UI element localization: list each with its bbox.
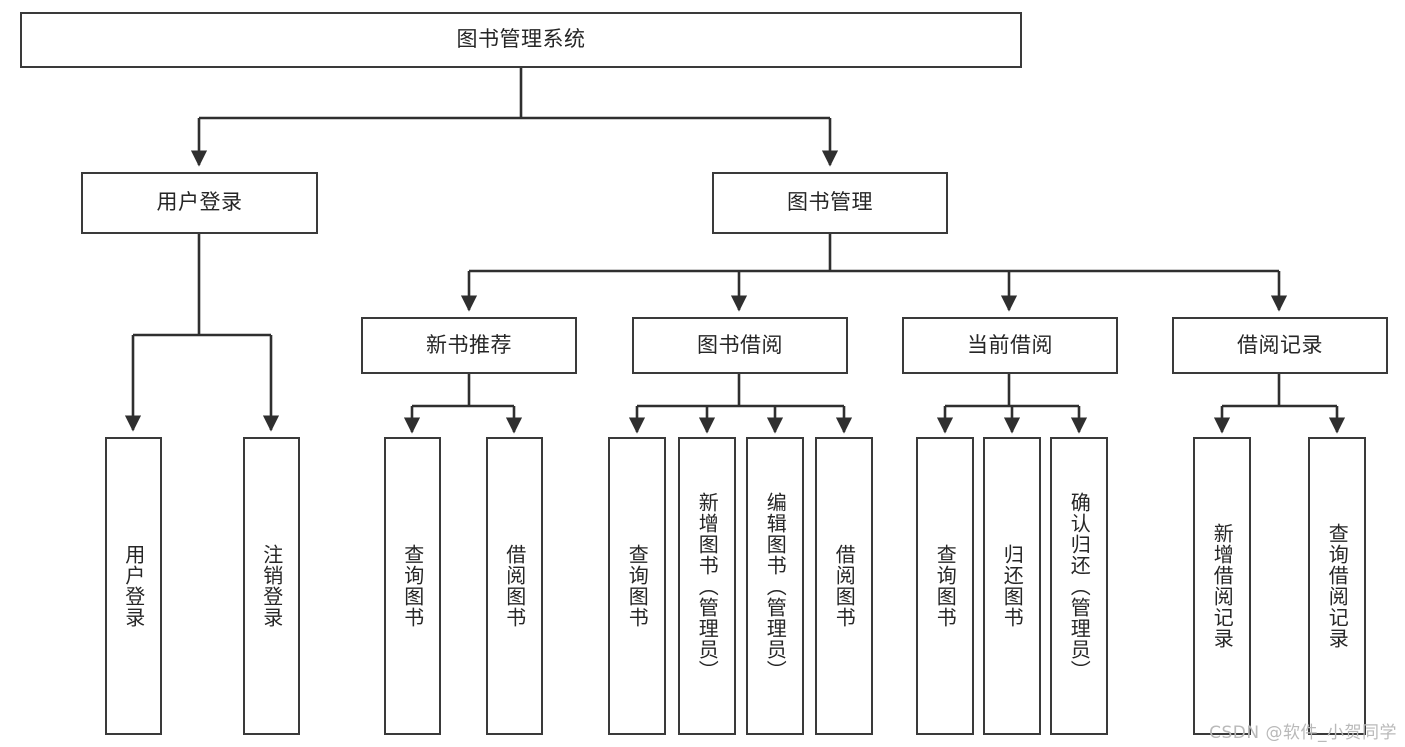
node-borrow-records-label: 借阅记录 [1237, 332, 1323, 357]
node-leaf-return-book-label: 归还图书 [1000, 544, 1025, 628]
node-book-management[interactable]: 图书管理 [712, 172, 948, 234]
node-leaf-query-book-new[interactable]: 查询图书 [384, 437, 441, 735]
node-leaf-add-borrow-record-label: 新增借阅记录 [1210, 523, 1235, 649]
node-leaf-borrow-book-label: 借阅图书 [832, 544, 857, 628]
node-leaf-confirm-return-admin-label: 确认归还（管理员） [1067, 491, 1092, 681]
node-current-borrow[interactable]: 当前借阅 [902, 317, 1118, 374]
node-root-label: 图书管理系统 [456, 27, 586, 52]
node-user-login-label: 用户登录 [156, 190, 243, 215]
node-leaf-return-book[interactable]: 归还图书 [983, 437, 1041, 735]
node-leaf-edit-book-admin-label: 编辑图书（管理员） [763, 491, 788, 681]
node-leaf-query-borrow-record-label: 查询借阅记录 [1325, 523, 1350, 649]
node-leaf-add-book-admin[interactable]: 新增图书（管理员） [678, 437, 736, 735]
node-leaf-query-book-borrow[interactable]: 查询图书 [608, 437, 666, 735]
node-book-borrow[interactable]: 图书借阅 [632, 317, 848, 374]
node-leaf-logout[interactable]: 注销登录 [243, 437, 300, 735]
node-leaf-add-book-admin-label: 新增图书（管理员） [695, 491, 720, 681]
node-leaf-query-borrow-record[interactable]: 查询借阅记录 [1308, 437, 1366, 735]
node-new-book-recommend[interactable]: 新书推荐 [361, 317, 577, 374]
node-book-management-label: 图书管理 [787, 190, 873, 215]
node-leaf-user-login-label: 用户登录 [121, 544, 146, 628]
node-leaf-add-borrow-record[interactable]: 新增借阅记录 [1193, 437, 1251, 735]
node-leaf-query-book-new-label: 查询图书 [400, 544, 425, 628]
node-leaf-borrow-book-new-label: 借阅图书 [502, 544, 527, 628]
node-current-borrow-label: 当前借阅 [967, 332, 1053, 357]
node-leaf-query-book-current-label: 查询图书 [933, 544, 958, 628]
node-new-book-recommend-label: 新书推荐 [426, 332, 512, 357]
node-leaf-logout-label: 注销登录 [259, 544, 284, 628]
node-book-borrow-label: 图书借阅 [697, 332, 783, 357]
node-leaf-borrow-book-new[interactable]: 借阅图书 [486, 437, 543, 735]
node-leaf-query-book-current[interactable]: 查询图书 [916, 437, 974, 735]
node-root[interactable]: 图书管理系统 [20, 12, 1022, 68]
node-user-login[interactable]: 用户登录 [81, 172, 318, 234]
node-leaf-edit-book-admin[interactable]: 编辑图书（管理员） [746, 437, 804, 735]
node-borrow-records[interactable]: 借阅记录 [1172, 317, 1388, 374]
node-leaf-confirm-return-admin[interactable]: 确认归还（管理员） [1050, 437, 1108, 735]
node-leaf-borrow-book[interactable]: 借阅图书 [815, 437, 873, 735]
node-leaf-query-book-borrow-label: 查询图书 [625, 544, 650, 628]
node-leaf-user-login[interactable]: 用户登录 [105, 437, 162, 735]
